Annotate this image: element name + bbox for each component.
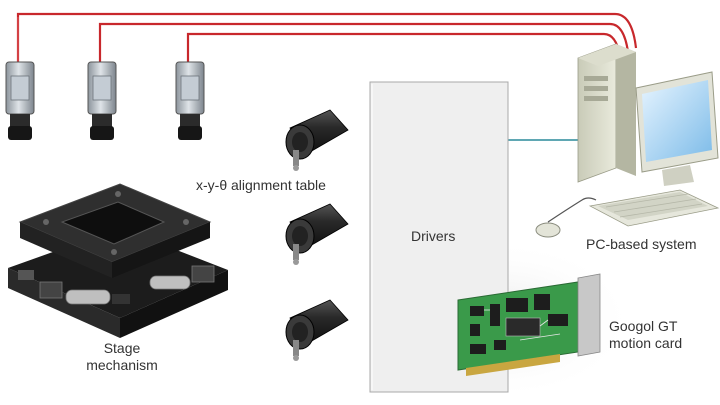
card-label-line-2: motion card [609,335,683,351]
motion-card-label: Googol GT motion card [609,318,682,352]
card-label-line-1: Googol GT [609,318,678,334]
stage-label-line-1: Stage [103,340,141,356]
servo-motor-icon [285,203,349,265]
servo-motor-icon [285,109,349,171]
camera-icon [87,61,117,140]
xy-stage-icon [8,183,228,338]
pc-system-label: PC-based system [586,236,697,252]
desktop-computer-icon [535,43,720,238]
stage-mechanism-label: Stage mechanism [52,340,192,374]
servo-motor-icon [285,299,349,361]
alignment-table-label: x-y-θ alignment table [196,177,326,193]
camera-icon [175,61,205,140]
drivers-label: Drivers [411,228,456,244]
camera-cables [16,12,638,62]
stage-label-line-2: mechanism [86,357,158,373]
camera-icon [5,61,35,140]
motion-control-card-icon [457,273,601,376]
